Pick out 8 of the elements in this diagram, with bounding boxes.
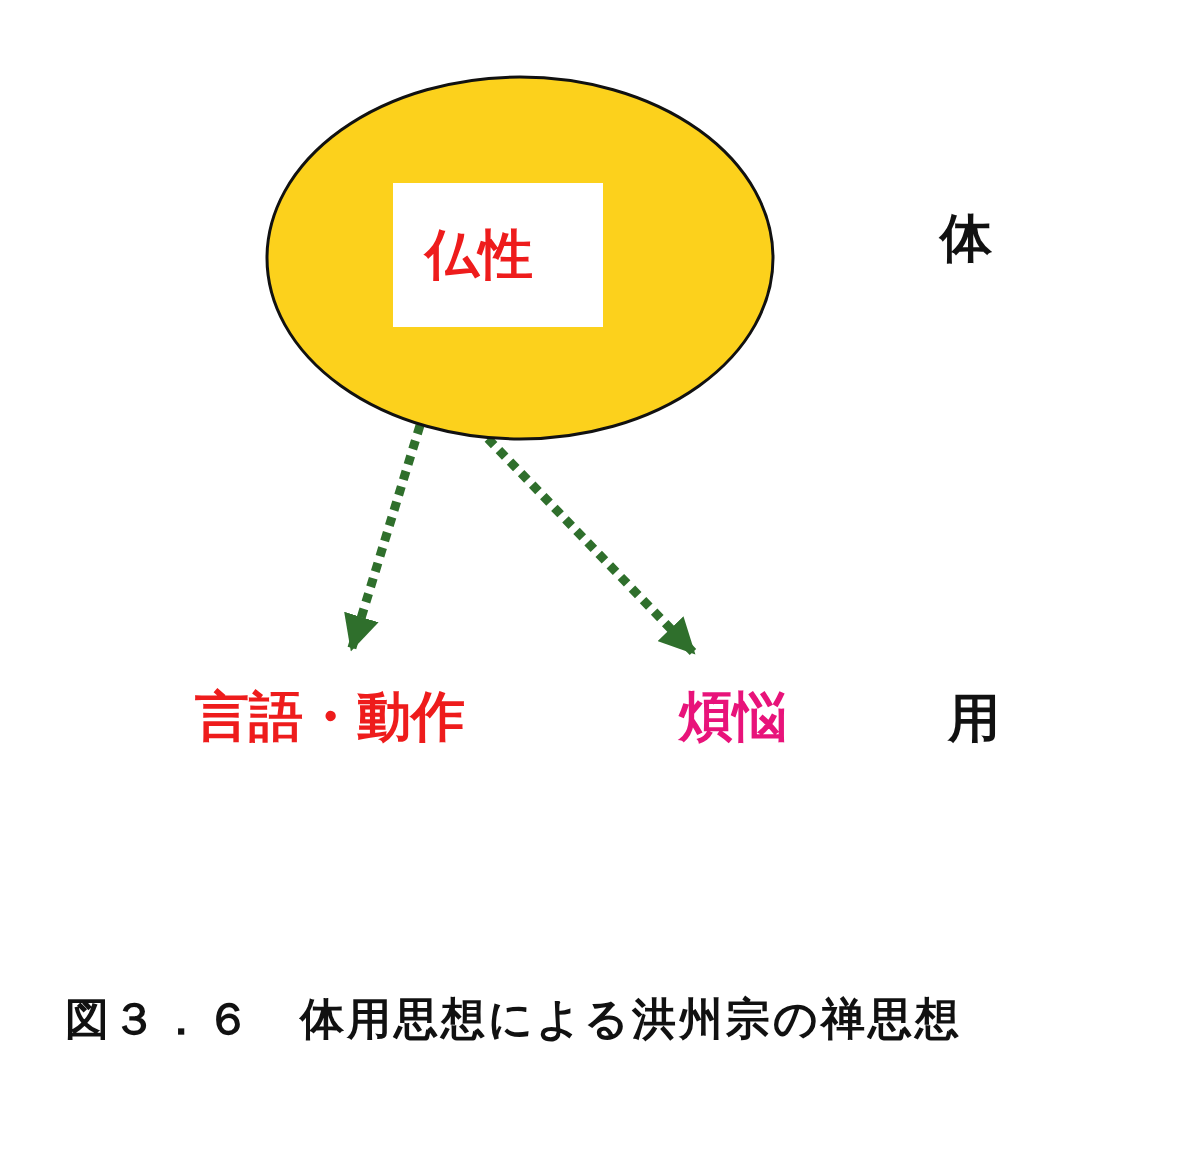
text-box: [393, 183, 603, 327]
node-label: 煩悩: [678, 690, 787, 744]
side-label: 体: [940, 212, 992, 264]
side-label: 用: [948, 692, 1000, 744]
node-label: 言語・動作: [195, 690, 465, 744]
dotted-arrow: [344, 423, 425, 652]
node-label: 仏性: [425, 228, 533, 282]
figure-caption: 図３．６ 体用思想による洪州宗の禅思想: [65, 992, 962, 1046]
